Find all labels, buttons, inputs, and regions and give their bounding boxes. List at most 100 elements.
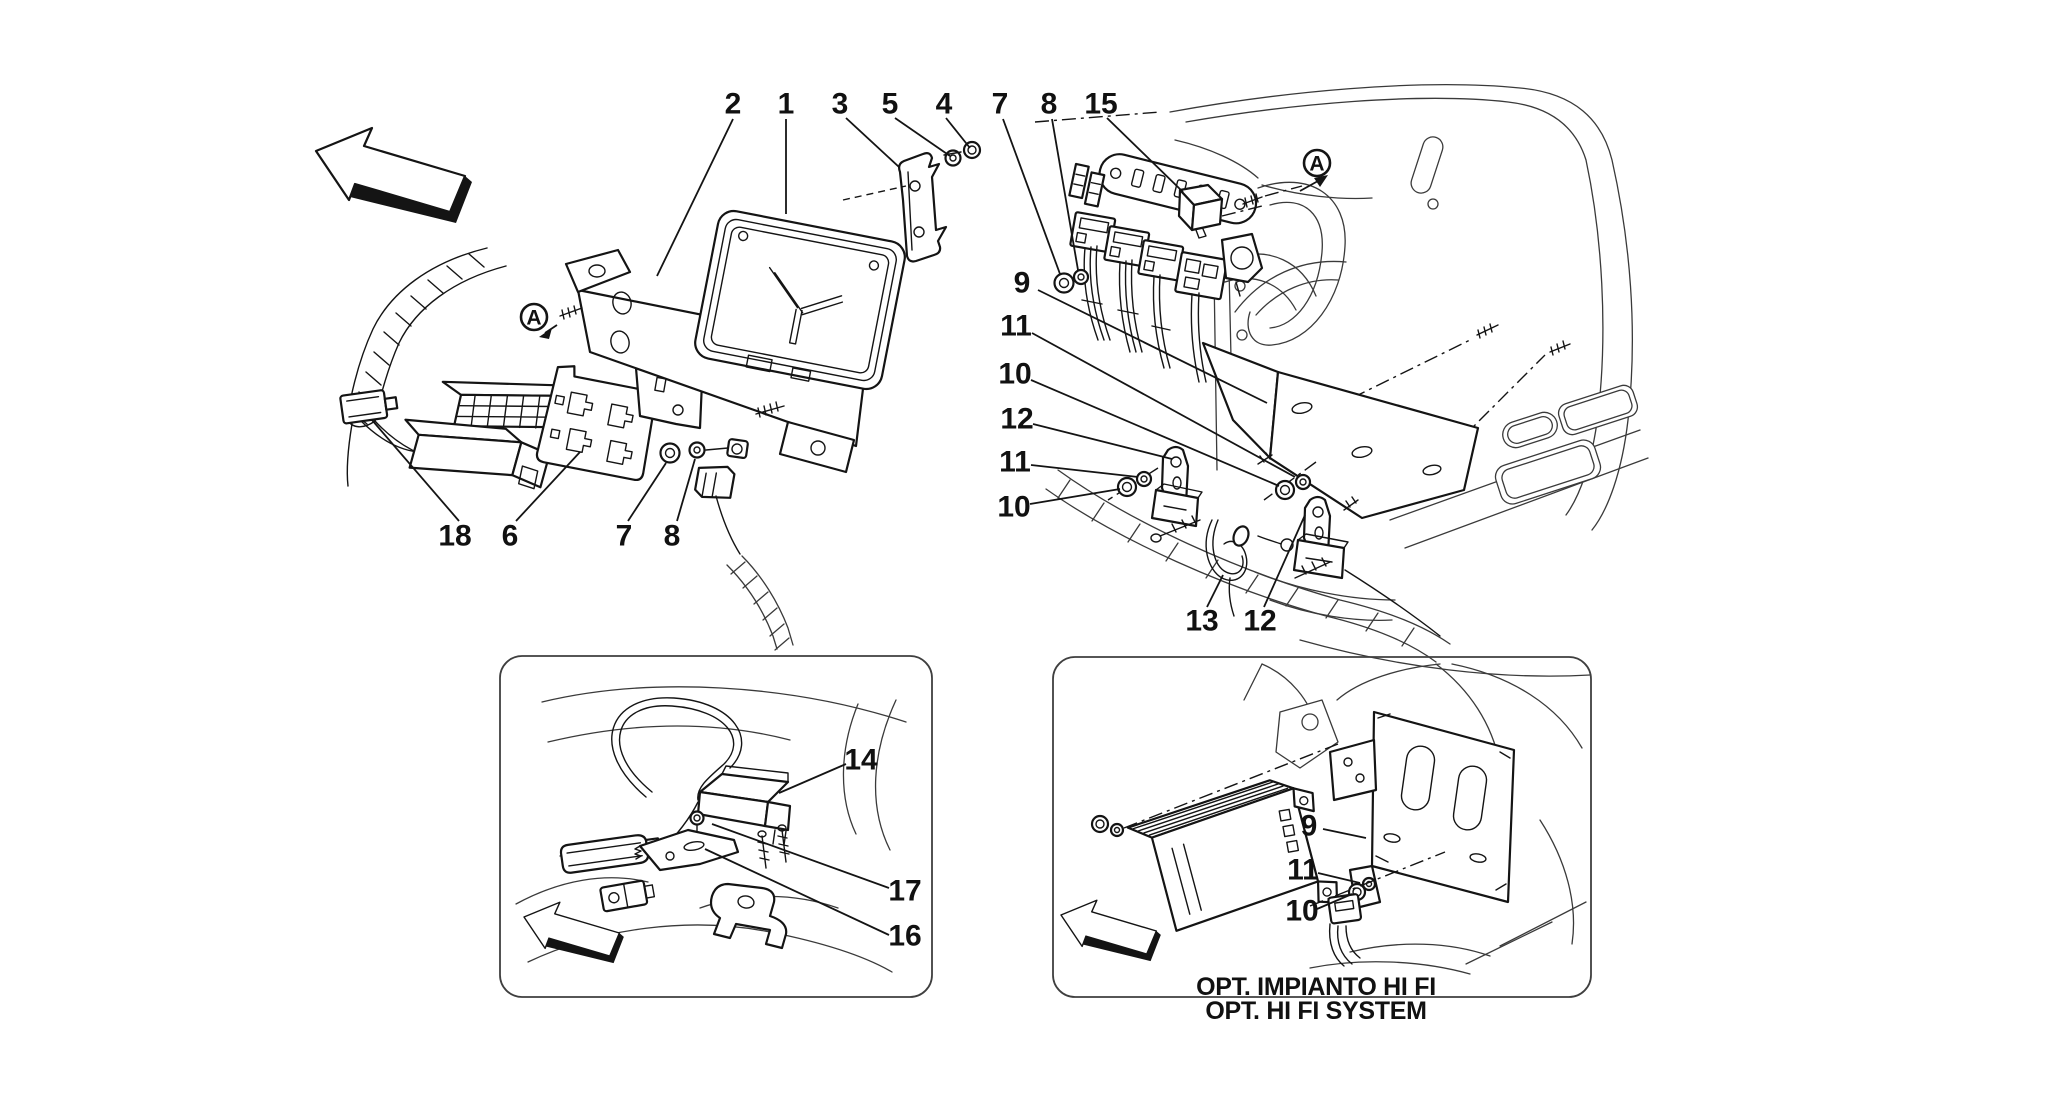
callout-label-17: 17 [888, 875, 921, 908]
nut-10-right [1274, 479, 1296, 501]
callout-label-9: 9 [1301, 810, 1318, 843]
view-marker-arrows [539, 175, 1328, 339]
sensor-right-12 [1292, 495, 1349, 580]
callout-leader-17 [711, 823, 890, 889]
callout-leader-12 [1032, 423, 1173, 460]
callout-label-10: 10 [1285, 895, 1318, 928]
washer-11-left [1135, 470, 1153, 488]
direction-arrow-main [314, 126, 472, 223]
marker-layer: AA [519, 148, 1332, 332]
callout-leader-16 [704, 848, 890, 936]
callout-leader-5 [894, 117, 951, 157]
slot-bar-bracket [1098, 153, 1258, 225]
callout-leader-7 [627, 462, 667, 522]
harness-hatch [1057, 479, 1415, 647]
direction-arrow-box-left [523, 901, 624, 964]
callout-leader-2 [656, 118, 734, 277]
inset-box-left [499, 655, 933, 998]
callout-leader-11 [1317, 872, 1361, 884]
hifi-connector [1327, 893, 1363, 925]
callout-leader-3 [845, 117, 900, 168]
callout-leader-10 [1316, 893, 1353, 910]
nut-10-left [1116, 476, 1138, 498]
callout-label-4: 4 [936, 88, 953, 121]
hifi-bracket-9 [1328, 710, 1516, 910]
callout-leader-7 [1002, 118, 1061, 275]
clip-large [709, 882, 788, 950]
view-marker-circle-0 [519, 302, 549, 332]
callout-leader-8 [1051, 118, 1079, 271]
callout-leader-9 [1037, 289, 1268, 404]
callout-label-8: 8 [664, 520, 681, 553]
amp-nut-washer [1090, 814, 1125, 838]
callout-label-12: 12 [1243, 605, 1276, 638]
callout-label-11: 11 [1000, 310, 1032, 343]
washer-8 [688, 441, 706, 459]
view-marker-label-1: A [1309, 153, 1324, 176]
cable-13 [1205, 519, 1250, 617]
callout-leader-10 [1029, 488, 1121, 505]
callout-leader-6 [515, 451, 581, 522]
right-harness-wrap [1045, 469, 1451, 663]
callout-label-7: 7 [992, 88, 1009, 121]
caption-english: OPT. HI FI SYSTEM [1205, 997, 1426, 1025]
relay-ear-bracket [1220, 232, 1264, 297]
callout-leader-9 [1322, 828, 1367, 839]
callout-label-13: 13 [1185, 605, 1218, 638]
bracket-9-group [1107, 341, 1480, 637]
nut-7-right [1053, 272, 1075, 294]
callout-label-7: 7 [616, 520, 633, 553]
small-connector [694, 465, 736, 499]
callout-label-6: 6 [502, 520, 519, 553]
antenna-module-14 [696, 765, 792, 846]
callout-label-14: 14 [844, 744, 878, 777]
callout-label-9: 9 [1014, 267, 1031, 300]
callout-leader-8 [676, 458, 696, 522]
plate-3 [898, 152, 948, 263]
callout-label-12: 12 [1000, 403, 1033, 436]
direction-arrow-box-right [1060, 899, 1161, 962]
callout-label-15: 15 [1084, 88, 1117, 121]
callout-leader-13 [1206, 574, 1224, 608]
connector-18 [339, 389, 399, 425]
callout-leader-11 [1031, 332, 1296, 478]
bracket-16 [634, 828, 740, 872]
washer-11-right [1294, 473, 1312, 491]
callout-label-18: 18 [438, 520, 471, 553]
washer-8-right [1072, 268, 1090, 286]
nut-7 [659, 442, 681, 464]
fuse-tabs [1068, 162, 1106, 208]
callout-label-2: 2 [725, 88, 742, 121]
lower-harness-hatch [730, 561, 790, 651]
callout-label-3: 3 [832, 88, 849, 121]
callout-leader-14 [778, 763, 847, 794]
callout-label-10: 10 [997, 491, 1030, 524]
view-marker-circle-1 [1302, 148, 1332, 178]
callout-leader-12 [1263, 514, 1306, 608]
fusebox-lower [404, 418, 551, 490]
callout-label-1: 1 [778, 88, 795, 121]
ecu-bracket-2 [559, 248, 870, 474]
callout-leader-18 [371, 419, 460, 522]
callout-leader-11 [1030, 464, 1139, 478]
relay-connectors [1069, 211, 1229, 383]
callout-leader-4 [945, 117, 971, 149]
relay-group [1053, 153, 1303, 383]
callout-label-8: 8 [1041, 88, 1058, 121]
callout-leader-15 [1106, 117, 1184, 193]
relay-15 [1177, 183, 1224, 239]
amplifier-unit [1126, 779, 1339, 932]
screw-boss [726, 438, 749, 460]
caption-italian: OPT. IMPIANTO HI FI [1196, 973, 1436, 1001]
view-marker-label-0: A [526, 307, 541, 330]
ecu-unit-1 [694, 209, 906, 391]
clip-small [599, 879, 656, 913]
ecu-assembly [559, 140, 982, 474]
callout-label-11: 11 [1287, 854, 1319, 887]
mounting-plate-6 [535, 365, 657, 482]
callout-label-5: 5 [882, 88, 899, 121]
callout-label-10: 10 [998, 358, 1031, 391]
callout-leader-10 [1030, 379, 1280, 487]
